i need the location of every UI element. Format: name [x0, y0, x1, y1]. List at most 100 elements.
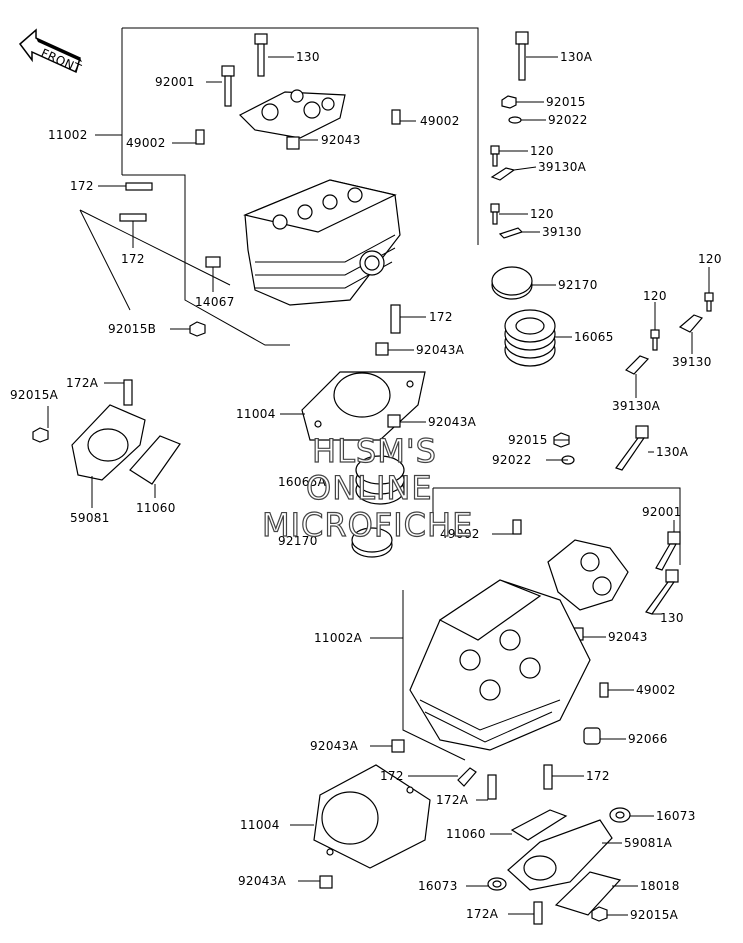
- callout-92170-a: 92170: [558, 278, 598, 292]
- callout-49002-r: 49002: [420, 114, 460, 128]
- washer-16073-r: [609, 807, 631, 823]
- dowel-49002-r: [391, 109, 401, 125]
- gasket-11004-low: [313, 764, 431, 869]
- callout-16065: 16065: [574, 330, 614, 344]
- bolt-130-top: [254, 33, 268, 77]
- callout-92043A-1: 92043A: [416, 343, 465, 357]
- gasket-11004-top: [301, 371, 426, 441]
- callout-172A-mid: 172A: [436, 793, 469, 807]
- callout-172-mid: 172: [429, 310, 453, 324]
- callout-120-3: 120: [698, 252, 722, 266]
- callout-14067: 14067: [195, 295, 235, 309]
- callout-92015A-low: 92015A: [630, 908, 679, 922]
- bolt-92001-mid: [655, 531, 681, 571]
- nut-92015-top: [501, 95, 517, 109]
- callout-11002: 11002: [48, 128, 88, 142]
- callout-92015B: 92015B: [108, 322, 156, 336]
- oring-11060-low: [510, 809, 568, 841]
- bolt-120-d: [650, 329, 660, 351]
- clamp-92170-b: [351, 527, 393, 558]
- callout-59081A: 59081A: [624, 836, 673, 850]
- callout-130A-top: 130A: [560, 50, 593, 64]
- callout-92001-mid: 92001: [642, 505, 682, 519]
- callout-172-low-l: 172: [380, 769, 404, 783]
- callout-92015A-l: 92015A: [10, 388, 59, 402]
- callout-172-low-r: 172: [586, 769, 610, 783]
- pin-92043-top: [286, 136, 300, 150]
- stud-172-mid: [390, 304, 401, 334]
- upper-cylinder-head: [243, 179, 401, 306]
- callout-18018: 18018: [640, 879, 680, 893]
- washer-16073-l: [487, 877, 507, 891]
- front-arrow-icon: FRONT: [18, 28, 84, 76]
- callout-92066: 92066: [628, 732, 668, 746]
- upper-assembly-bracket: [79, 27, 479, 346]
- callout-11060-low: 11060: [446, 827, 486, 841]
- clip-18018: [554, 871, 622, 916]
- cap-92066: [583, 727, 601, 745]
- holder-59081: [71, 404, 146, 481]
- stud-172A-l: [123, 379, 133, 406]
- watermark-line-3: MICROFICHE: [262, 506, 473, 544]
- stud-172-b: [119, 213, 147, 222]
- watermark: HLSM'S ONLINE MICROFICHE: [261, 431, 473, 544]
- clamp-92170-a: [491, 266, 533, 300]
- callout-172A-l: 172A: [66, 376, 99, 390]
- callout-16065A: 16065A: [278, 475, 327, 489]
- callout-92170-b: 92170: [278, 534, 318, 548]
- callout-49002-l: 49002: [126, 136, 166, 150]
- callout-11060-l: 11060: [136, 501, 176, 515]
- callout-92043A-3: 92043A: [310, 739, 359, 753]
- callout-172A-low: 172A: [466, 907, 499, 921]
- bracket-39130-a: [498, 227, 524, 239]
- stud-172-low-r: [543, 764, 553, 790]
- nut-92015A-l: [32, 427, 49, 443]
- dowel-49002-mid: [512, 519, 522, 535]
- stud-172A-low: [533, 901, 543, 925]
- callout-130-mid: 130: [660, 611, 684, 625]
- callout-labels: 130 92001 11002 49002 92043 49002 172 17…: [10, 50, 722, 922]
- washer-92022-top: [508, 116, 522, 124]
- callout-120-1: 120: [530, 144, 554, 158]
- lower-rocker-holder: [547, 539, 629, 611]
- oring-11060-l: [129, 435, 181, 485]
- callout-92022-mid: 92022: [492, 453, 532, 467]
- callout-92043-top: 92043: [321, 133, 361, 147]
- bracket-39130A-a: [490, 167, 516, 181]
- dowel-49002-l: [195, 129, 205, 145]
- nut-92015A-low: [591, 906, 608, 922]
- nut-92015B: [189, 321, 206, 337]
- pin-92043A-4: [319, 875, 333, 889]
- holder-59081A: [507, 819, 613, 891]
- leader-lines: [47, 56, 710, 916]
- bolt-120-a: [490, 145, 500, 167]
- bolt-92001-top: [221, 65, 235, 107]
- boot-16065: [504, 309, 556, 367]
- callout-11004-low: 11004: [240, 818, 280, 832]
- bracket-39130A-b: [624, 355, 650, 375]
- pin-92043A-1: [375, 342, 389, 356]
- bracket-39130-b: [678, 314, 704, 333]
- callout-39130A-1: 39130A: [538, 160, 587, 174]
- callout-120-4: 120: [643, 289, 667, 303]
- callout-49002-mid: 49002: [440, 527, 480, 541]
- bolt-130A-top: [515, 31, 529, 81]
- bolt-130A-mid: [615, 425, 649, 471]
- callout-49002-low: 49002: [636, 683, 676, 697]
- callout-130A-mid: 130A: [656, 445, 689, 459]
- stud-172A-mid: [487, 774, 497, 800]
- bolt-130-mid: [645, 569, 679, 615]
- callout-92015-top: 92015: [546, 95, 586, 109]
- stud-172-a: [125, 182, 153, 191]
- upper-rocker-holder: [238, 89, 346, 139]
- bolt-120-b: [490, 203, 500, 225]
- callout-11002A: 11002A: [314, 631, 363, 645]
- watermark-line-2: ONLINE: [306, 469, 433, 507]
- callout-59081: 59081: [70, 511, 110, 525]
- lower-cylinder-head: [409, 579, 591, 751]
- dowel-49002-low: [599, 682, 609, 698]
- callout-16073-r: 16073: [656, 809, 696, 823]
- callout-92022-top: 92022: [548, 113, 588, 127]
- callout-39130A-2: 39130A: [612, 399, 661, 413]
